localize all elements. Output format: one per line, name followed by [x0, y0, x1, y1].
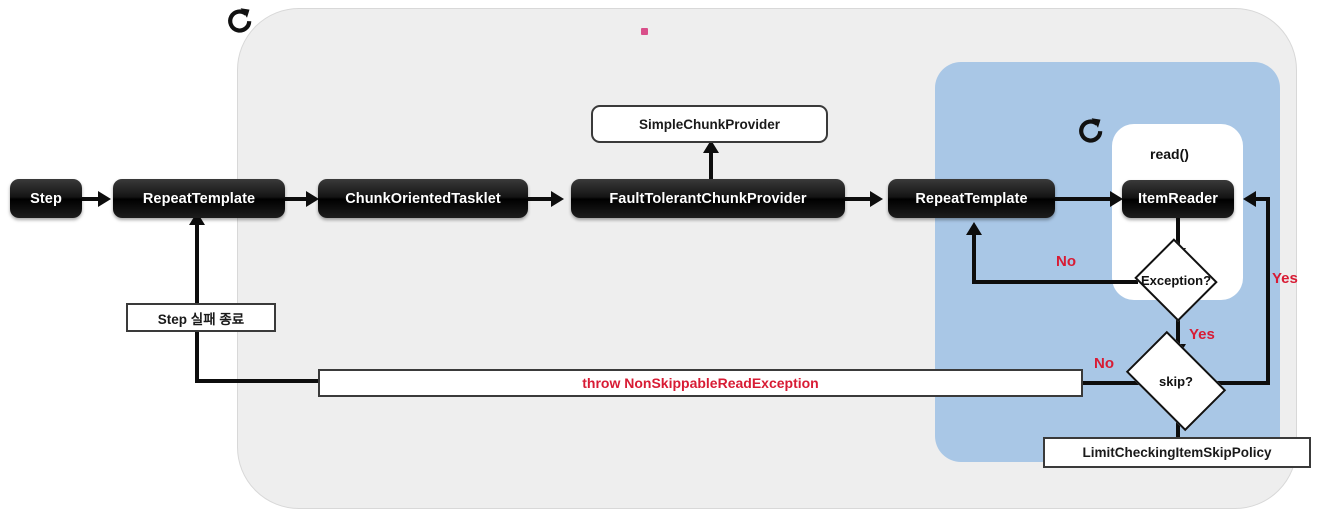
connector-provider-to-simple-provider: [709, 150, 713, 182]
connector-exception-no-vertical: [972, 232, 976, 284]
loop-refresh-icon: [1076, 116, 1106, 146]
arrow-tasklet-to-provider: [551, 191, 564, 207]
arrow-repeat-to-tasklet: [306, 191, 319, 207]
node-chunk-oriented-tasklet-label: ChunkOrientedTasklet: [345, 190, 501, 207]
connector-exception-yes-to-skip: [1176, 308, 1180, 350]
read-method-label: read(): [1150, 146, 1189, 162]
connector-skip-yes-vertical: [1266, 199, 1270, 385]
box-throw-non-skippable-read-exception-label: throw NonSkippableReadException: [582, 375, 819, 391]
edge-label-skip-no: No: [1094, 355, 1114, 372]
connector-skip-no-to-throw: [1080, 381, 1142, 385]
connector-skip-yes-horizontal-top: [1255, 197, 1270, 201]
arrow-exception-no-to-inner-repeat: [966, 222, 982, 235]
edge-label-skip-yes: Yes: [1189, 326, 1215, 343]
box-limit-checking-item-skip-policy-label: LimitCheckingItemSkipPolicy: [1082, 445, 1272, 460]
decision-skip-label: skip?: [1159, 373, 1193, 389]
connector-provider-to-inner-repeat: [845, 197, 873, 201]
connector-step-to-repeat: [82, 197, 100, 201]
decision-skip[interactable]: skip?: [1125, 330, 1227, 432]
connector-throw-to-left: [195, 379, 323, 383]
node-repeat-template-inner-label: RepeatTemplate: [915, 190, 1028, 207]
box-limit-checking-item-skip-policy[interactable]: LimitCheckingItemSkipPolicy: [1043, 437, 1311, 468]
edge-label-exception-no: No: [1056, 253, 1076, 270]
connector-itemreader-to-exception: [1176, 218, 1180, 252]
arrow-skip-yes-to-itemreader: [1243, 191, 1256, 207]
node-repeat-template-inner[interactable]: RepeatTemplate: [888, 179, 1055, 218]
node-step[interactable]: Step: [10, 179, 82, 218]
connector-repeat-to-tasklet: [285, 197, 309, 201]
connector-exception-no-horizontal: [972, 280, 1138, 284]
edge-label-exception-yes: Yes: [1272, 270, 1298, 287]
arrow-step-to-repeat: [98, 191, 111, 207]
arrow-provider-to-simple-provider: [703, 140, 719, 153]
decision-exception-label: Exception?: [1140, 272, 1212, 288]
node-item-reader-label: ItemReader: [1138, 191, 1218, 207]
arrow-inner-repeat-to-itemreader: [1110, 191, 1123, 207]
node-chunk-oriented-tasklet[interactable]: ChunkOrientedTasklet: [318, 179, 528, 218]
box-simple-chunk-provider[interactable]: SimpleChunkProvider: [591, 105, 828, 143]
box-step-fail-end-label: Step 실패 종료: [157, 311, 245, 327]
node-fault-tolerant-chunk-provider-label: FaultTolerantChunkProvider: [609, 190, 807, 207]
loop-refresh-icon: [225, 6, 255, 36]
connector-tasklet-to-provider: [528, 197, 554, 201]
node-repeat-template-outer-label: RepeatTemplate: [142, 190, 256, 207]
connector-skip-yes-horizontal-bottom: [1212, 381, 1270, 385]
box-throw-non-skippable-read-exception[interactable]: throw NonSkippableReadException: [318, 369, 1083, 397]
decision-exception[interactable]: Exception?: [1134, 238, 1218, 322]
node-item-reader[interactable]: ItemReader: [1122, 180, 1234, 218]
connector-throw-up-to-repeat: [195, 218, 199, 381]
connector-inner-repeat-to-itemreader: [1055, 197, 1117, 201]
pink-dot-artifact: [641, 28, 648, 35]
box-simple-chunk-provider-label: SimpleChunkProvider: [638, 116, 781, 132]
node-repeat-template-outer[interactable]: RepeatTemplate: [113, 179, 285, 218]
node-step-label: Step: [30, 190, 62, 207]
arrow-provider-to-inner-repeat: [870, 191, 883, 207]
node-fault-tolerant-chunk-provider[interactable]: FaultTolerantChunkProvider: [571, 179, 845, 218]
box-step-fail-end[interactable]: Step 실패 종료: [126, 303, 276, 332]
